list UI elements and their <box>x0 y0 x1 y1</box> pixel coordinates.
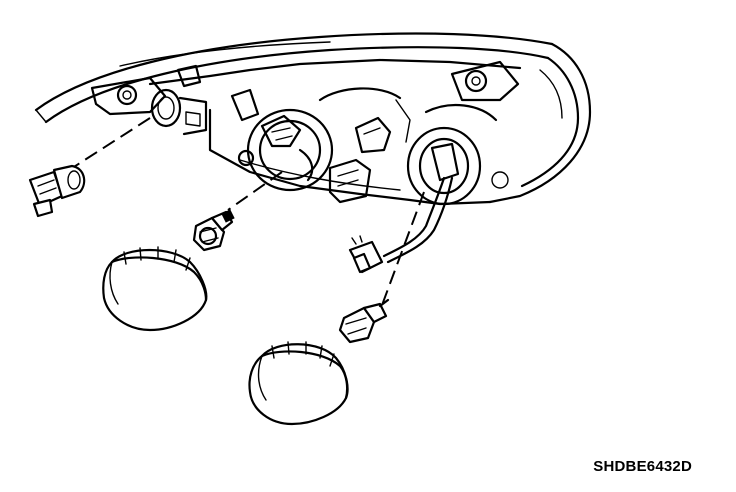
right-mounting-tab <box>450 60 520 102</box>
low-beam-socket <box>230 88 334 192</box>
headlamp-housing <box>34 32 592 264</box>
high-beam-dust-cover <box>248 341 349 426</box>
alignment-lines <box>65 117 425 317</box>
low-beam-dust-cover <box>102 246 208 332</box>
high-beam-bulb <box>338 298 390 344</box>
left-mounting-tab <box>90 76 167 116</box>
low-beam-bulb <box>192 209 235 252</box>
center-connector <box>318 87 411 204</box>
figure-code: SHDBE6432D <box>593 458 692 475</box>
high-beam-socket <box>406 104 509 206</box>
turn-signal-bulb <box>28 164 86 218</box>
high-beam-wire <box>382 176 454 264</box>
high-beam-wire-connector <box>348 235 384 274</box>
turn-signal-socket <box>150 88 208 136</box>
